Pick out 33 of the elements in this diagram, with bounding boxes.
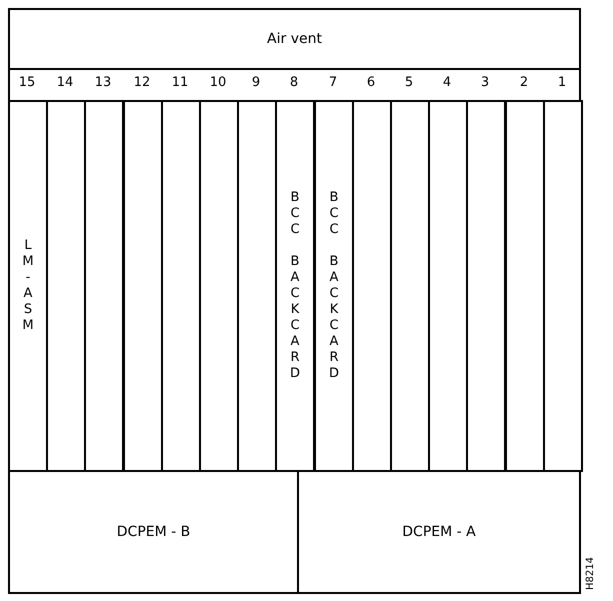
slot-number: 9 [250,75,262,90]
slot-number: 15 [18,75,36,90]
card-slot [84,100,124,472]
power-module-bay [8,470,299,594]
slot-number: 3 [480,75,490,90]
card-slot [543,100,583,472]
slot-number: 13 [94,75,112,90]
slot-number: 5 [404,75,414,90]
module-label: DCPEM - B [116,524,190,540]
card-slot [466,100,506,472]
vent-band [8,8,581,70]
vent-label: Air vent [267,31,322,47]
slot-number: 10 [208,75,228,90]
card-label: BCC BACKCARD [328,190,340,382]
slot-number: 14 [56,75,74,90]
card-slot [505,100,545,472]
card-slot [275,100,315,472]
card-label: BCC BACKCARD [288,190,302,382]
power-module-bay [297,470,581,594]
slot-number: 1 [556,75,568,90]
card-label: LM-ASM [22,238,34,334]
slot-number: 11 [170,75,190,90]
slot-number: 8 [288,75,300,90]
slot-number: 2 [518,75,530,90]
slot-number: 7 [328,75,338,90]
card-slot [123,100,163,472]
slot-number: 12 [132,75,152,90]
card-slot [8,100,48,472]
module-label: DCPEM - A [402,524,476,540]
figure-id: H8214 [585,557,596,590]
card-slot [314,100,354,472]
slot-number: 4 [442,75,452,90]
slot-number: 6 [366,75,376,90]
